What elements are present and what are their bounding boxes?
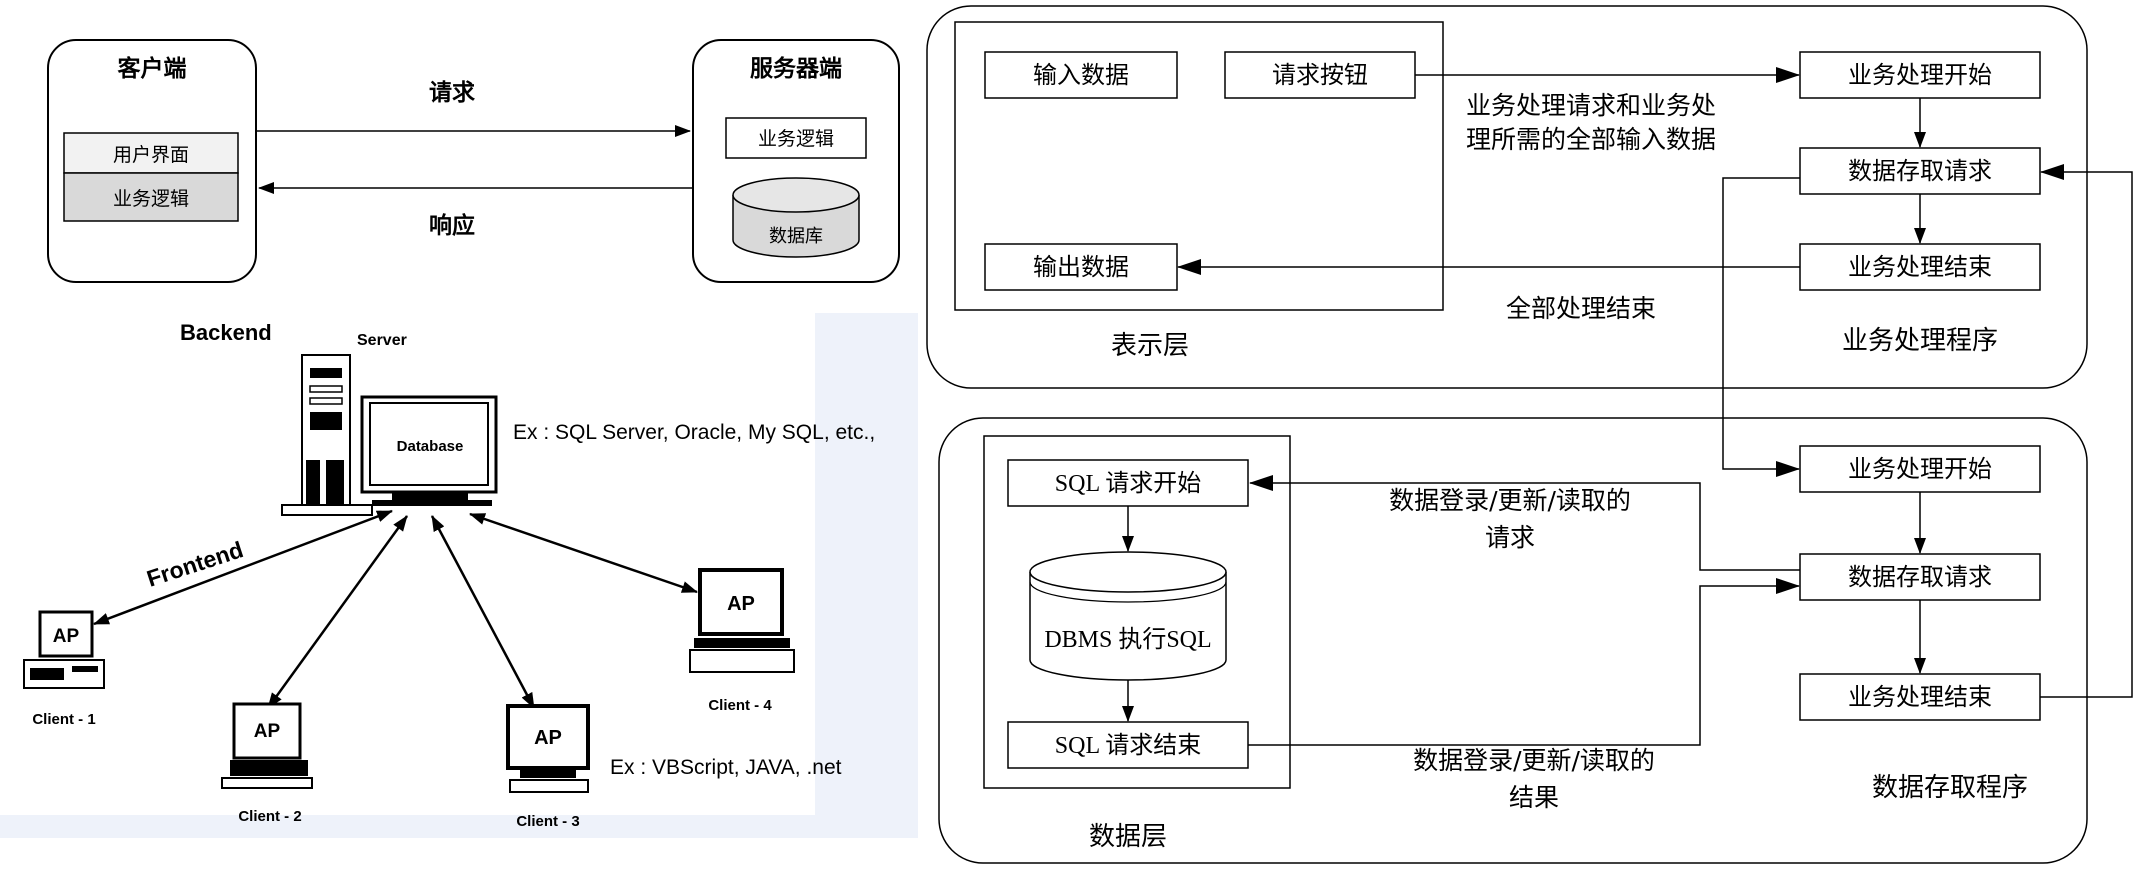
output-data-label: 输出数据 <box>1033 253 1129 281</box>
data-request-note-line2: 请求 <box>1485 523 1535 552</box>
server-db-label: 数据库 <box>769 226 823 247</box>
client-logic-label: 业务逻辑 <box>113 188 189 210</box>
data-program-end-to-access-request-arrow <box>2040 164 2133 698</box>
client-title: 客户端 <box>118 55 187 82</box>
sql-start-box <box>1007 459 1249 507</box>
request-note-line2: 理所需的全部输入数据 <box>1466 125 1716 154</box>
request-note-line1: 业务处理请求和业务处 <box>1466 91 1716 120</box>
backend-examples: Ex : SQL Server, Oracle, My SQL, etc., <box>513 421 875 444</box>
link-client-2 <box>266 515 409 709</box>
dbms-cylinder: DBMS 执行SQL <box>1029 551 1227 681</box>
data-access-program-label: 数据存取程序 <box>1872 773 2028 803</box>
sql-start-label: SQL 请求开始 <box>1055 470 1201 497</box>
biz-start-label: 业务处理开始 <box>1848 61 1992 89</box>
client-2-label: Client - 2 <box>238 808 301 825</box>
network-diagram: Backend Server Database Ex : SQL Server,… <box>0 313 918 838</box>
client-4-computer-icon: AP <box>689 568 795 673</box>
client-logic-layer <box>63 172 239 222</box>
client-3-computer-icon: AP <box>506 704 590 793</box>
data-result-note-line1: 数据登录/更新/读取的 <box>1413 746 1655 775</box>
data-result-note-line2: 结果 <box>1509 783 1559 812</box>
output-data-box <box>984 243 1178 291</box>
link-client-3 <box>430 515 536 709</box>
biz-end-label: 业务处理结束 <box>1848 253 1992 281</box>
client-1-computer-icon: AP <box>23 610 105 689</box>
data-biz-start-label: 业务处理开始 <box>1848 455 1992 483</box>
client-server-diagram: 客户端 用户界面 业务逻辑 服务器端 业务逻辑 数据库 请求 响应 <box>47 39 900 283</box>
presentation-layer-label: 表示层 <box>1111 331 1189 361</box>
server-label: Server <box>357 332 407 349</box>
client-1-ap: AP <box>53 626 80 647</box>
client-2-ap: AP <box>254 721 281 742</box>
sql-end-to-access-request-arrow <box>1248 578 1800 746</box>
database-monitor-icon: Database <box>360 395 498 506</box>
client-ui-layer <box>63 132 239 174</box>
server-logic-box <box>725 117 867 159</box>
response-label: 响应 <box>429 212 475 239</box>
data-request-note-line1: 数据登录/更新/读取的 <box>1389 486 1631 515</box>
data-access-request-label: 数据存取请求 <box>1848 157 1992 185</box>
data-access-request-box-2 <box>1799 553 2041 601</box>
request-button-label: 请求按钮 <box>1272 61 1368 89</box>
sql-end-label: SQL 请求结束 <box>1055 732 1201 759</box>
server-database-cylinder: 数据库 <box>732 177 860 258</box>
request-button-box <box>1224 51 1416 99</box>
client-1-label: Client - 1 <box>32 711 95 728</box>
data-layer-label: 数据层 <box>1089 822 1167 852</box>
input-data-box <box>984 51 1178 99</box>
client-ui-label: 用户界面 <box>113 144 189 166</box>
client-3-label: Client - 3 <box>516 813 579 830</box>
server-logic-label: 业务逻辑 <box>758 128 834 150</box>
server-title: 服务器端 <box>750 56 842 82</box>
data-biz-end-box <box>1799 673 2041 721</box>
input-data-label: 输入数据 <box>1033 61 1129 89</box>
request-label: 请求 <box>429 80 475 106</box>
frontend-examples: Ex : VBScript, JAVA, .net <box>610 756 842 779</box>
access-request-to-data-program-arrow <box>1722 177 1800 477</box>
biz-start-box <box>1799 51 2041 99</box>
data-access-request-label-2: 数据存取请求 <box>1848 563 1992 591</box>
biz-end-box <box>1799 243 2041 291</box>
data-biz-end-label: 业务处理结束 <box>1848 683 1992 711</box>
client-3-ap: AP <box>534 727 562 749</box>
data-access-request-box <box>1799 147 2041 195</box>
access-request-to-sql-start-arrow <box>1249 475 1800 571</box>
client-4-label: Client - 4 <box>708 697 772 714</box>
database-label: Database <box>397 438 464 455</box>
all-done-label: 全部处理结束 <box>1506 294 1656 323</box>
dbms-exec-label: DBMS 执行SQL <box>1044 626 1211 653</box>
link-client-4 <box>469 512 698 594</box>
presentation-panel: 输入数据 请求按钮 输出数据 表示层 业务处理请求和业务处 理所需的全部输入数据… <box>926 5 2088 389</box>
data-panel: SQL 请求开始 DBMS 执行SQL SQL 请求结束 数据层 数据登录/更新… <box>938 417 2088 864</box>
client-4-ap: AP <box>727 593 755 615</box>
client-2-computer-icon: AP <box>221 702 313 789</box>
backend-label: Backend <box>180 320 272 345</box>
biz-program-label: 业务处理程序 <box>1842 326 1998 356</box>
